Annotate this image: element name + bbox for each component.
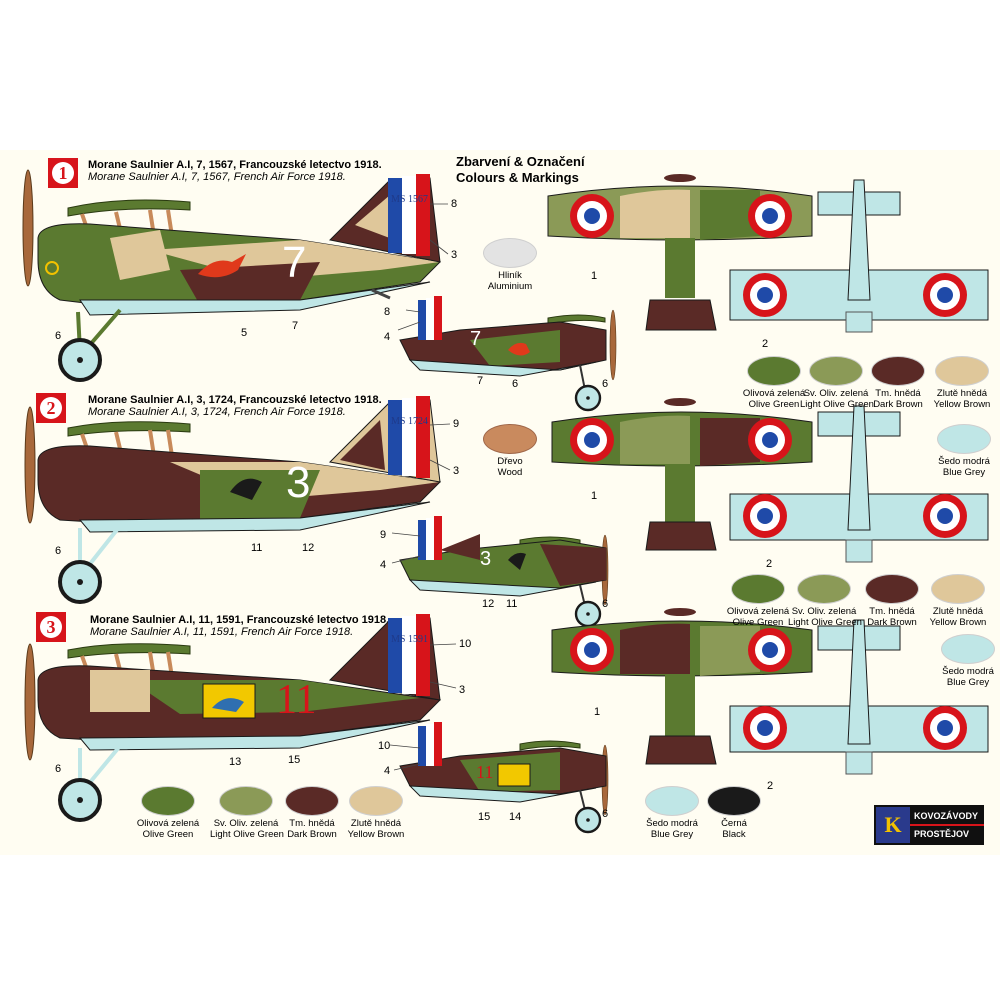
profile-title-3: Morane Saulnier A.I, 11, 1591, Francouzs… [90,614,390,638]
callout-p1s-rudder: 8 [384,306,391,318]
callout-p2-gear: 6 [55,545,62,557]
swatch-dark-brown-2: Tm. hnědá Dark Brown [856,574,928,628]
logo-line2: PROSTĚJOV [914,829,970,839]
callout-p3s-tail: 4 [384,765,391,777]
callout-p3s-rudder: 10 [378,740,391,752]
callout-p1s-tail: 4 [384,331,391,343]
callout-p3-top: 1 [594,706,601,718]
rudder-serial-1: MS 1567 [391,194,428,205]
callout-p1-rudder: 8 [451,198,458,210]
callout-p2-rudder: 9 [453,418,460,430]
swatch-aluminium: Hliník Aluminium [474,238,546,292]
profile-title-2: Morane Saulnier A.I, 3, 1724, Francouzsk… [88,394,382,418]
callout-p1-under: 2 [762,338,769,350]
callout-p3s-code: 15 [478,811,491,823]
callout-p3-under: 2 [767,780,774,792]
callout-p1-gear: 6 [55,330,62,342]
profile1-top-view [547,174,813,331]
profile2-side-view-large [24,396,442,604]
profile3-top-view [551,608,813,765]
propeller-1 [22,169,34,287]
callout-p1-code: 7 [292,320,299,332]
swatch-yellow-brown-2: Zlutě hnědá Yellow Brown [922,574,994,628]
logo-line1: KOVOZÁVODY [914,811,979,821]
swatch-dark-brown-3: Tm. hnědá Dark Brown [276,786,348,840]
profile-badge-3: 3 [36,612,66,642]
fuselage-code-2-small: 3 [480,548,492,570]
profile2-side-view-small [399,516,609,628]
callout-p3-gear: 6 [55,763,62,775]
fuselage-code-3-small: 11 [476,762,494,782]
fuselage-code-1: 7 [282,238,307,287]
swatch-blue-grey-3: Šedo modrá Blue Grey [932,634,1000,688]
callout-p1s-code: 7 [477,375,484,387]
callout-p2-under: 2 [766,558,773,570]
profile1-side-view-large [22,169,442,382]
callout-p1-top: 1 [591,270,598,282]
callout-leaders [389,203,457,771]
rudder-serial-2: MS 1724 [391,416,428,427]
callout-p1-tail: 3 [451,249,458,261]
swatch-yellow-brown-3: Zlutě hnědá Yellow Brown [340,786,412,840]
profile3-side-view-large [24,614,442,822]
callout-p2-tail: 3 [453,465,460,477]
profile-badge-2: 2 [36,393,66,423]
swatch-light-olive-green-2: Sv. Oliv. zelená Light Olive Green [788,574,862,628]
callout-p2-code: 12 [302,542,315,554]
heading-en: Colours & Markings [456,170,579,185]
profile3-underside-view [729,619,989,775]
profile1-side-view-small [399,296,617,412]
callout-p2-emblem: 11 [251,542,263,554]
profile1-underside-view [729,179,989,333]
swatch-light-olive-green-1: Sv. Oliv. zelená Light Olive Green [800,356,874,410]
callout-p3-emblem: 13 [229,756,242,768]
kovozavody-logo: K KOVOZÁVODY PROSTĚJOV [874,805,984,845]
profile2-top-view [551,398,813,551]
heading-cz: Zbarvení & Označení [456,154,585,169]
profile-title-1: Morane Saulnier A.I, 7, 1567, Francouzsk… [88,159,382,183]
profile3-side-view-small [399,722,609,834]
fuselage-code-3: 11 [276,677,317,723]
fuselage-code-1-small: 7 [470,328,482,350]
callout-p2s-rudder: 9 [380,529,387,541]
swatch-light-olive-green-3: Sv. Oliv. zelená Light Olive Green [210,786,284,840]
fuselage-code-2: 3 [286,458,311,507]
callout-p3-code: 15 [288,754,301,766]
callout-p1s-gear: 6 [602,378,609,390]
logo-mark: K [876,807,910,843]
callout-p1s-emblem: 6 [512,378,519,390]
callout-p3s-gear: 6 [602,808,609,820]
rudder-serial-3: MS 1591 [391,634,428,645]
swatch-olive-green-1: Olivová zelená Olive Green [738,356,810,410]
sheet-heading: Zbarvení & Označení Colours & Markings [456,154,585,186]
swatch-blue-grey-bottom: Šedo modrá Blue Grey [636,786,708,840]
callout-p2s-tail: 4 [380,559,387,571]
swatch-olive-green-3: Olivová zelená Olive Green [132,786,204,840]
callout-p3-tail: 3 [459,684,466,696]
swatch-black: Černá Black [698,786,770,840]
callout-p2s-emblem: 11 [506,598,518,610]
profile-badge-1: 1 [48,158,78,188]
callout-p3s-emblem: 14 [509,811,522,823]
swatch-blue-grey-2: Šedo modrá Blue Grey [928,424,1000,478]
callout-p2s-gear: 6 [602,598,609,610]
callout-p1-emblem: 5 [241,327,248,339]
swatch-wood: Dřevo Wood [474,424,546,478]
swatch-olive-green-2: Olivová zelená Olive Green [722,574,794,628]
callout-p2s-code: 12 [482,598,495,610]
callout-p3-rudder: 10 [459,638,472,650]
profile2-underside-view [729,405,989,563]
swatch-yellow-brown-1: Zlutě hnědá Yellow Brown [926,356,998,410]
callout-p2-top: 1 [591,490,598,502]
swatch-dark-brown-1: Tm. hnědá Dark Brown [862,356,934,410]
